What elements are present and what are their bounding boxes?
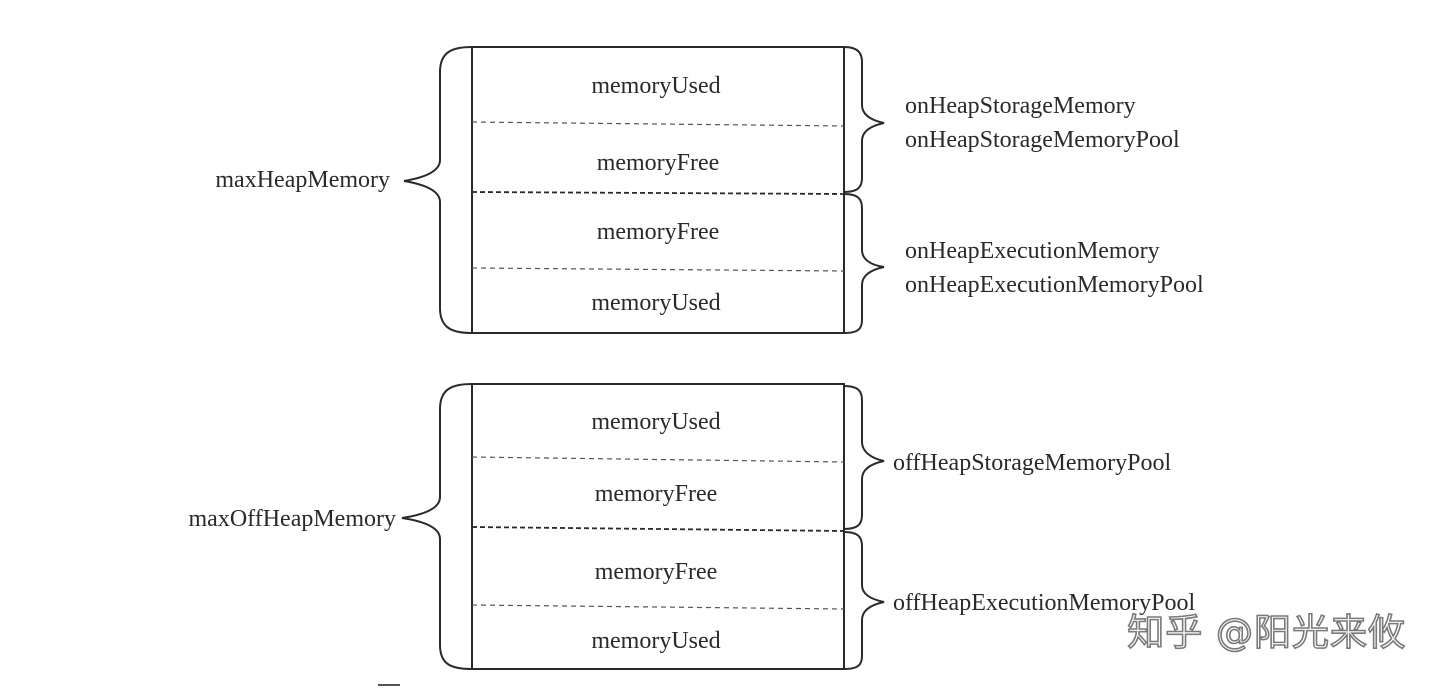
offheap-memory-box [471,383,845,670]
heap-region-divider [471,191,845,195]
offheap-cell-label: memoryUsed [591,628,720,654]
offheap-storage-brace [843,385,885,530]
offheap-cell-divider [471,604,845,610]
heap-cell-label: memoryFree [597,150,720,176]
heap-cell-divider [471,267,845,272]
heap-execution-label: onHeapExecutionMemory [905,238,1160,264]
heap-total-label: maxHeapMemory [215,167,390,193]
offheap-region-divider [471,526,845,532]
heap-cell-divider [471,121,845,127]
heap-cell-label: memoryUsed [591,290,720,316]
watermark-label: 知乎 @阳光来攸 [1126,610,1406,655]
heap-cell-label: memoryFree [597,219,720,245]
offheap-cell-label: memoryFree [595,559,718,585]
offheap-storage-pool-label: offHeapStorageMemoryPool [893,450,1172,476]
offheap-total-label: maxOffHeapMemory [189,506,397,532]
heap-execution-pool-label: onHeapExecutionMemoryPool [905,272,1204,298]
offheap-total-brace [401,383,473,670]
offheap-execution-pool-label: offHeapExecutionMemoryPool [893,590,1195,616]
heap-total-brace [403,46,473,334]
heap-cell-label: memoryUsed [591,73,720,99]
caption-fragment [378,684,400,694]
offheap-execution-brace [843,531,885,670]
offheap-cell-divider [471,456,845,463]
offheap-cell-label: memoryFree [595,481,718,507]
heap-memory-box [471,46,845,334]
heap-storage-brace [843,46,885,193]
heap-storage-pool-label: onHeapStorageMemoryPool [905,127,1180,153]
offheap-cell-label: memoryUsed [591,409,720,435]
heap-storage-label: onHeapStorageMemory [905,93,1136,119]
heap-execution-brace [843,193,885,334]
